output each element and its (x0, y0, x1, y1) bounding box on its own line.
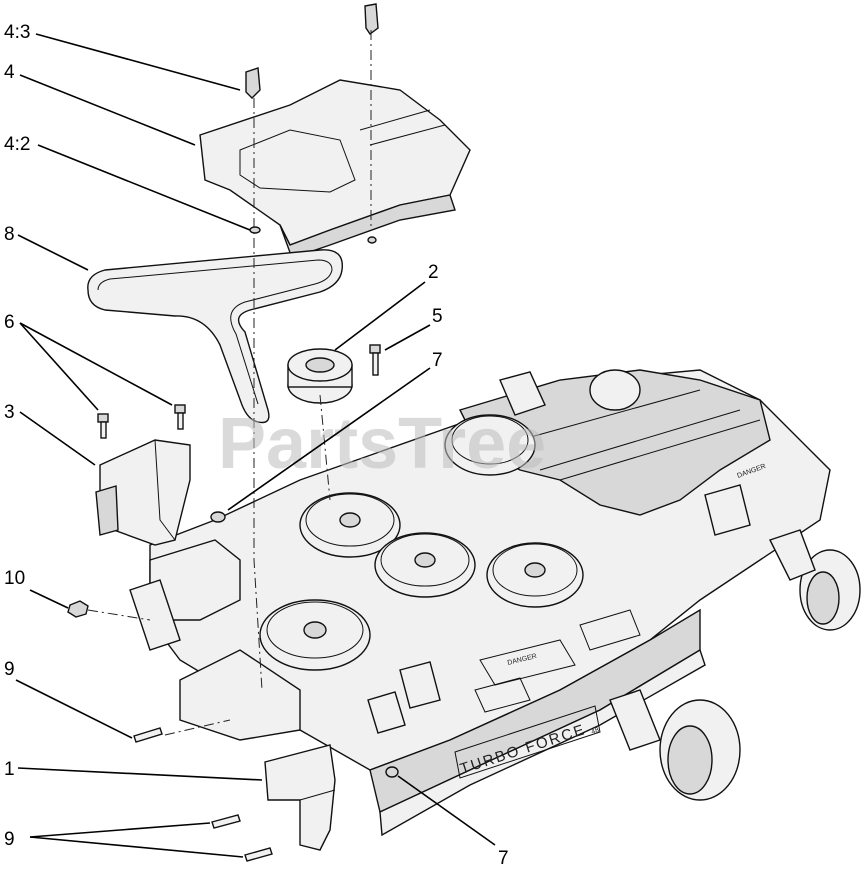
deck-pulleys (259, 414, 584, 671)
bolts-part-9 (133, 727, 273, 862)
belt-cover-part-4 (199, 79, 471, 259)
callout-9-upper: 9 (4, 659, 15, 680)
washer-part-7-lower (385, 766, 399, 778)
callout-10: 10 (4, 568, 25, 589)
callout-8: 8 (4, 224, 15, 245)
bolt-part-5 (369, 344, 381, 376)
callout-2: 2 (428, 262, 439, 283)
callout-7-upper: 7 (432, 350, 443, 371)
callout-4-3: 4:3 (4, 22, 30, 43)
leader-lines (15, 33, 496, 858)
bolts-part-6 (97, 404, 186, 439)
callout-labels: 4:3 4 4:2 8 2 5 6 7 3 10 9 1 9 7 (4, 22, 509, 869)
nut-part-10 (67, 600, 89, 618)
watermark-text: PartsTree (218, 404, 546, 484)
callout-9-lower: 9 (4, 829, 15, 850)
callout-1: 1 (4, 759, 15, 780)
callout-6: 6 (4, 312, 15, 333)
pulley-rear-spindle (444, 414, 536, 476)
pulley-left-spindle (299, 492, 401, 558)
assembly-centerlines (87, 30, 372, 736)
callout-3: 3 (4, 402, 15, 423)
callout-4-2: 4:2 (4, 134, 30, 155)
pulley-center-spindle (374, 532, 476, 598)
pulley-right-spindle (486, 542, 584, 608)
callout-4: 4 (4, 62, 15, 83)
callout-7-lower: 7 (498, 848, 509, 869)
idler-bracket-part-3 (95, 439, 191, 546)
drive-belt-part-8 (87, 249, 344, 424)
pulley-front-spindle (259, 599, 371, 671)
deck-size-label: 48 (590, 727, 600, 736)
washer-part-7-upper (210, 511, 226, 523)
bracket-part-1 (264, 744, 336, 851)
callout-5: 5 (432, 306, 443, 327)
cover-knob-part-4-3 (245, 3, 379, 99)
idler-pulley-part-2 (287, 348, 353, 404)
